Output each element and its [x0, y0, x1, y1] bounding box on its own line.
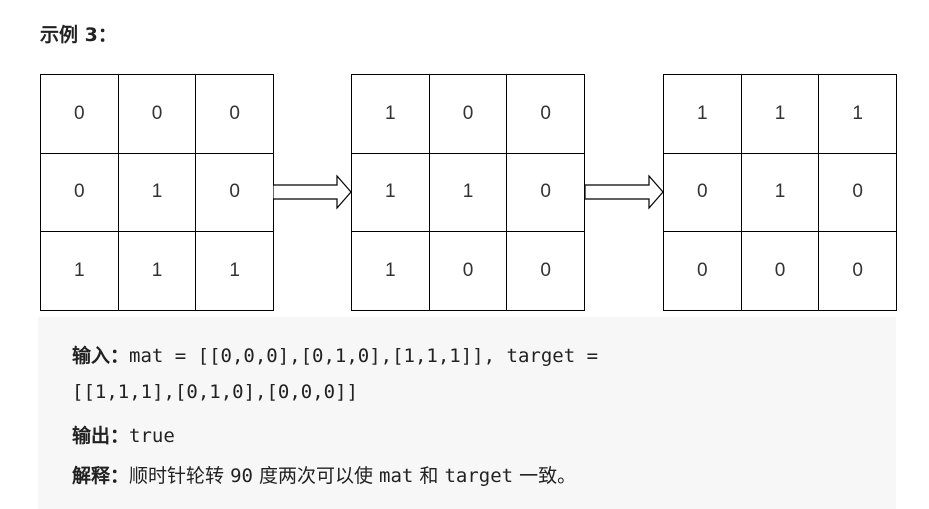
- matrix-cell: 1: [741, 153, 820, 233]
- explanation-target: target: [444, 465, 514, 487]
- matrix-cell: 1: [118, 232, 197, 311]
- matrix-cell: 0: [507, 75, 585, 154]
- explanation-label: 解释：: [72, 465, 130, 487]
- example-code-block: 输入：mat = [[0,0,0],[0,1,0],[1,1,1]], targ…: [38, 317, 896, 509]
- output-value: true: [129, 425, 175, 447]
- input-value: mat = [[0,0,0],[0,1,0],[1,1,1]], target …: [129, 345, 599, 367]
- matrix-cell: 1: [741, 75, 820, 154]
- matrix-cell: 1: [352, 232, 430, 311]
- matrix-target: 1 1 1 0 1 0 0 0 0: [663, 74, 897, 311]
- matrix-cell: 1: [429, 153, 508, 233]
- explanation-text: 度两次可以使: [252, 465, 380, 487]
- matrix-cell: 0: [118, 75, 197, 154]
- matrix-cell: 1: [41, 232, 119, 311]
- matrix-cell: 0: [429, 232, 508, 311]
- input-label: 输入：: [72, 345, 130, 367]
- output-label: 输出：: [72, 425, 130, 447]
- explanation-number: 90: [230, 465, 253, 487]
- matrix-cell: 1: [664, 75, 742, 154]
- matrix-cell: 0: [429, 75, 508, 154]
- explanation-text: 和: [413, 465, 445, 487]
- matrix-cell: 1: [118, 153, 197, 233]
- matrix-cell: 0: [664, 153, 742, 233]
- matrix-cell: 0: [41, 75, 119, 154]
- matrix-cell: 0: [819, 232, 897, 311]
- input-value-continued: [[1,1,1],[0,1,0],[0,0,0]]: [72, 381, 358, 403]
- explanation-mat: mat: [379, 465, 414, 487]
- matrix-cell: 1: [352, 153, 430, 233]
- arrow-right-icon: [585, 174, 664, 210]
- explanation-text: 顺时针轮转: [129, 465, 231, 487]
- matrix-cell: 1: [819, 75, 897, 154]
- arrow-right-icon: [273, 174, 352, 210]
- matrix-mat: 0 0 0 0 1 0 1 1 1: [40, 74, 274, 311]
- matrix-cell: 0: [664, 232, 742, 311]
- explanation-text: 一致。: [513, 465, 577, 487]
- matrix-cell: 0: [196, 153, 274, 233]
- input-line: 输入：mat = [[0,0,0],[0,1,0],[1,1,1]], targ…: [72, 341, 598, 368]
- matrix-cell: 0: [507, 232, 585, 311]
- matrix-cell: 0: [741, 232, 820, 311]
- output-line: 输出：true: [72, 421, 175, 448]
- matrix-cell: 1: [196, 232, 274, 311]
- example-heading: 示例 3：: [40, 24, 117, 46]
- matrix-cell: 0: [507, 153, 585, 233]
- matrix-cell: 0: [41, 153, 119, 233]
- explanation-line: 解释：顺时针轮转 90 度两次可以使 mat 和 target 一致。: [72, 461, 576, 488]
- matrix-cell: 1: [352, 75, 430, 154]
- matrix-cell: 0: [196, 75, 274, 154]
- matrix-cell: 0: [819, 153, 897, 233]
- matrix-rotated-once: 1 0 0 1 1 0 1 0 0: [351, 74, 585, 311]
